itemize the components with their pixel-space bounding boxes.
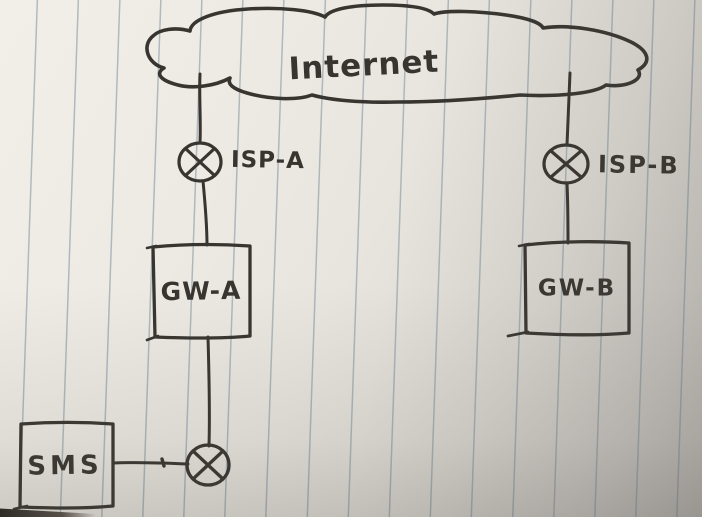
gw-b-label: GW-B (538, 277, 616, 301)
edge-sms-junction (111, 461, 190, 466)
edge-internet-isp-a (198, 72, 202, 145)
gw-a-box (145, 242, 252, 342)
internet-cloud-shape (145, 3, 649, 104)
edge-isp-b-gw-b (565, 181, 570, 245)
gw-b-box (506, 240, 631, 338)
edge-internet-isp-b (565, 71, 572, 147)
edge-isp-a-gw-a (201, 179, 209, 247)
edge-gw-a-junction (206, 335, 211, 448)
desk-edge (0, 508, 96, 517)
pen-tick (160, 457, 166, 468)
sms-box (12, 420, 115, 511)
isp-a-symbol (177, 141, 223, 183)
